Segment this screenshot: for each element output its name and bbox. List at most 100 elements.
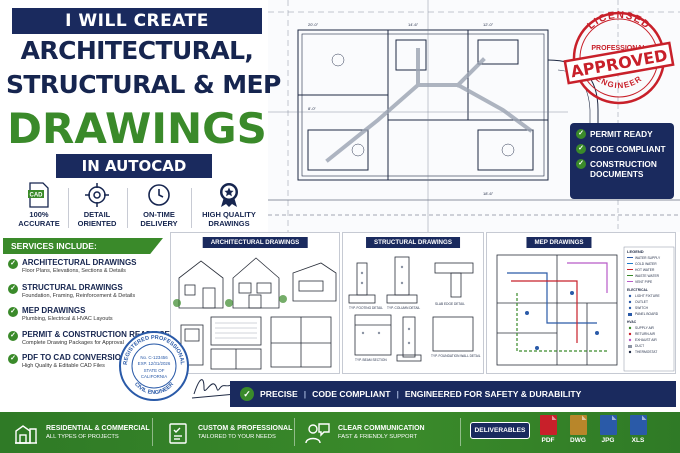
tagline-part: ENGINEERED FOR SAFETY & DURABILITY: [404, 389, 582, 399]
services-heading: SERVICES INCLUDE:: [3, 238, 163, 254]
panel-mep: LEGEND WATER SUPPLY COLD WATER HOT WATER…: [486, 232, 676, 374]
footer-divider: [460, 418, 461, 446]
legend-entry: OUTLET: [635, 300, 648, 304]
jpg-file-icon: [599, 415, 617, 435]
structural-label: TYP. FOOTING DETAIL: [349, 306, 383, 310]
panel-structural: TYP. FOOTING DETAIL TYP. COLUMN DETAIL S…: [342, 232, 484, 374]
legend-entry: VENT PIPE: [635, 280, 653, 284]
feature-label-1: 100%: [29, 210, 49, 219]
footer-subtitle: FAST & FRIENDLY SUPPORT: [338, 434, 418, 440]
dwg-file-icon: [569, 415, 587, 435]
file-format-label: JPG: [601, 437, 615, 444]
cad-file-icon: CAD: [12, 182, 66, 208]
feature-label-1: HIGH QUALITY: [202, 210, 256, 219]
legend-entry: LIGHT FIXTURE: [635, 294, 660, 298]
drawing-samples: ARCHITECTURAL DRAWINGS TYP. FOOTING DETA…: [170, 232, 676, 374]
file-format-jpg: JPG: [596, 415, 620, 444]
feature-label-2: ORIENTED: [77, 219, 117, 228]
checklist-item: ✓CONSTRUCTION DOCUMENTS: [576, 159, 668, 179]
file-format-xls: XLS: [626, 415, 650, 444]
legend-entry: RETURN AIR: [635, 332, 656, 336]
svg-text:8'-0": 8'-0": [308, 106, 317, 111]
check-icon: ✓: [576, 159, 586, 169]
architectural-sketch: [173, 257, 337, 370]
chat-icon: [304, 419, 332, 447]
headline-line-2: STRUCTURAL & MEP: [6, 70, 281, 99]
structural-label: TYP. FOUNDATION WALL DETAIL: [431, 354, 481, 358]
checklist-label: PERMIT READY: [590, 129, 653, 139]
buildings-icon: [12, 419, 40, 447]
legend-entry: PANEL BOARD: [635, 312, 659, 316]
feature-label-2: DRAWINGS: [208, 219, 250, 228]
pdf-file-icon: [539, 415, 557, 435]
cad-badge-text: CAD: [30, 193, 44, 199]
legend-entry: HOT WATER: [635, 268, 655, 272]
legend-title: LEGEND: [627, 249, 644, 254]
legend-section: HVAC: [627, 320, 637, 324]
panel-title: STRUCTURAL DRAWINGS: [366, 237, 460, 248]
footer-divider: [152, 418, 153, 446]
service-subtitle: High Quality & Editable CAD Files: [22, 363, 105, 369]
structural-sketch: TYP. FOOTING DETAIL TYP. COLUMN DETAIL S…: [348, 256, 481, 362]
service-subtitle: Plumbing, Electrical & HVAC Layouts: [22, 316, 113, 322]
service-title: PDF TO CAD CONVERSION: [22, 353, 127, 362]
check-icon: ✓: [576, 129, 586, 139]
footer-item-custom: CUSTOM & PROFESSIONAL TAILORED TO YOUR N…: [164, 412, 292, 453]
target-icon: [70, 182, 124, 208]
checklist-item: ✓CODE COMPLIANT: [576, 144, 668, 154]
checklist-icon: [164, 419, 192, 447]
shield-check-icon: ✓: [240, 387, 254, 401]
footer-title: RESIDENTIAL & COMMERCIAL: [46, 425, 150, 432]
feature-quality: HIGH QUALITY DRAWINGS: [194, 182, 264, 234]
headline-top-banner: I WILL CREATE: [12, 8, 262, 34]
svg-text:14'-6": 14'-6": [408, 22, 419, 27]
seal-line: STATE OF: [144, 368, 165, 373]
medal-icon: [194, 182, 264, 208]
file-format-dwg: DWG: [566, 415, 590, 444]
feature-divider: [68, 188, 69, 228]
file-format-label: XLS: [631, 437, 645, 444]
footer-bar: [0, 412, 680, 453]
legend-entry: SWITCH: [635, 306, 649, 310]
clock-icon: [130, 182, 188, 208]
legend-entry: WATER SUPPLY: [635, 256, 661, 260]
footer-item-residential: RESIDENTIAL & COMMERCIAL ALL TYPES OF PR…: [12, 412, 150, 453]
mep-sketch: LEGEND WATER SUPPLY COLD WATER HOT WATER…: [496, 246, 675, 372]
footer-subtitle: TAILORED TO YOUR NEEDS: [198, 434, 276, 440]
check-icon: ✓: [8, 284, 18, 294]
file-format-pdf: PDF: [536, 415, 560, 444]
tagline-divider: |: [396, 389, 399, 399]
seal-line: EXP. 12/31/2026: [138, 361, 171, 366]
legend-entry: SUPPLY AIR: [635, 326, 655, 330]
footer-item-communication: CLEAR COMMUNICATION FAST & FRIENDLY SUPP…: [304, 412, 425, 453]
approved-stamp: LICENSED ENGINEER PROFESSIONAL APPROVED: [563, 8, 675, 108]
legend-entry: DUCT: [635, 344, 644, 348]
service-subtitle: Floor Plans, Elevations, Sections & Deta…: [22, 268, 126, 274]
seal-line: No. C-123456: [140, 355, 168, 360]
check-icon: ✓: [8, 331, 18, 341]
svg-text:12'-0": 12'-0": [483, 22, 494, 27]
service-title: PERMIT & CONSTRUCTION READY SETS: [22, 330, 181, 339]
legend-entry: THERMOSTAT: [635, 350, 657, 354]
feature-ontime: ON-TIME DELIVERY: [130, 182, 188, 234]
footer-title: CLEAR COMMUNICATION: [338, 425, 425, 432]
file-format-label: DWG: [570, 437, 586, 444]
tagline-part: PRECISE: [260, 389, 298, 399]
footer-subtitle: ALL TYPES OF PROJECTS: [46, 434, 119, 440]
service-title: STRUCTURAL DRAWINGS: [22, 283, 123, 292]
tagline-divider: |: [303, 389, 307, 399]
check-icon: ✓: [8, 259, 18, 269]
footer-title: CUSTOM & PROFESSIONAL: [198, 425, 293, 432]
legend-entry: COLD WATER: [635, 262, 657, 266]
blueprint-floorplan: 20'-0" 14'-6" 12'-0" 8'-0" 18'-6": [268, 0, 680, 232]
service-subtitle: Foundation, Framing, Reinforcement & Det…: [22, 293, 136, 299]
check-icon: ✓: [576, 144, 586, 154]
deliverables-label: DELIVERABLES: [470, 422, 530, 439]
feature-label-2: ACCURATE: [18, 219, 60, 228]
feature-label-1: DETAIL: [83, 210, 111, 219]
feature-divider: [191, 188, 192, 228]
engineer-seal: REGISTERED PROFESSIONAL CIVIL ENGINEER N…: [118, 330, 190, 402]
structural-label: TYP. BEAM SECTION: [355, 358, 387, 362]
structural-label: TYP. COLUMN DETAIL: [387, 306, 420, 310]
